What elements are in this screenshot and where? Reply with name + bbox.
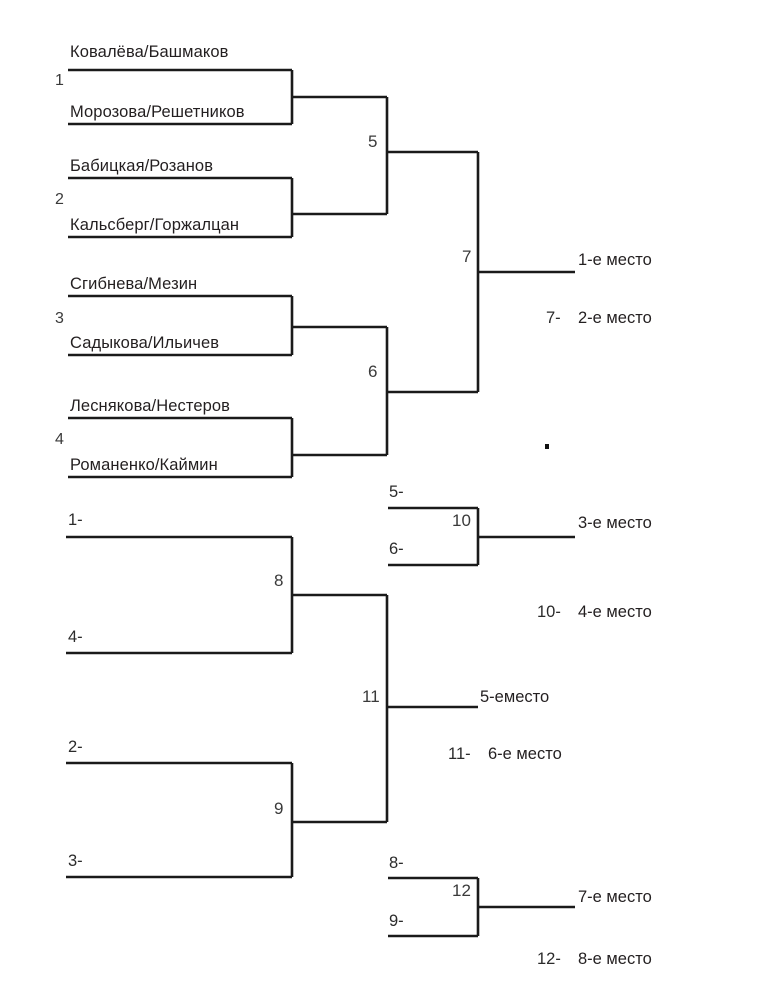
placement-ref-4th: 10- [537, 603, 561, 621]
slot-ref-8-top: 1- [68, 511, 83, 529]
match-8-lines [66, 535, 294, 655]
player-name-2-bottom: Кальсберг/Горжалцан [70, 216, 240, 234]
slot-ref-9-top: 2- [68, 738, 83, 756]
placement-label-1st: 1-е место [578, 251, 652, 269]
match-number-7: 7 [462, 247, 472, 266]
match-9-lines [66, 761, 294, 879]
player-name-2-top: Бабицкая/Розанов [70, 157, 214, 175]
player-name-4-bottom: Романенко/Каймин [70, 456, 218, 474]
placement-ref-8th: 12- [537, 950, 561, 968]
match-number-8: 8 [274, 571, 284, 590]
placement-ref-2nd: 7- [546, 309, 561, 327]
player-name-4-top: Леснякова/Нестеров [70, 397, 231, 415]
slot-ref-10-top: 5- [389, 483, 404, 501]
semifinal-6-lines [292, 325, 389, 457]
slot-ref-12-bottom: 9- [389, 912, 404, 930]
match-number-12: 12 [452, 881, 471, 900]
placement-label-4th: 4-е место [578, 603, 652, 621]
slot-ref-8-bottom: 4- [68, 628, 83, 646]
placement-label-8th: 8-е место [578, 950, 652, 968]
seed-number-3: 3 [55, 310, 64, 327]
seed-number-2: 2 [55, 191, 64, 208]
slot-ref-9-bottom: 3- [68, 852, 83, 870]
seed-number-4: 4 [55, 431, 64, 448]
seed-number-1: 1 [55, 72, 64, 89]
placement-label-6th: 6-е место [488, 745, 562, 763]
pair-4-lines [68, 416, 294, 479]
slot-ref-12-top: 8- [389, 854, 404, 872]
placement-label-5th: 5-еместо [480, 688, 550, 706]
placement-label-3rd: 3-е место [578, 514, 652, 532]
slot-ref-10-bottom: 6- [389, 540, 404, 558]
player-name-1-bottom: Морозова/Решетников [70, 103, 245, 121]
match-number-9: 9 [274, 799, 284, 818]
match-10-lines [388, 506, 575, 567]
placement-ref-6th: 11- [448, 745, 471, 763]
match-number-11: 11 [362, 687, 380, 706]
pair-2-lines [68, 176, 294, 239]
ink-dot-artifact [545, 444, 549, 449]
player-name-3-top: Сгибнева/Мезин [70, 275, 198, 293]
final-7-lines [387, 150, 575, 394]
player-name-1-top: Ковалёва/Башмаков [70, 43, 229, 61]
match-number-10: 10 [452, 511, 471, 530]
player-name-3-bottom: Садыкова/Ильичев [70, 334, 220, 352]
match-11-lines [292, 593, 478, 824]
placement-label-2nd: 2-е место [578, 309, 652, 327]
match-number-6: 6 [368, 362, 378, 381]
match-12-lines [388, 876, 575, 938]
match-number-5: 5 [368, 132, 378, 151]
pair-3-lines [68, 294, 294, 357]
placement-label-7th: 7-е место [578, 888, 652, 906]
semifinal-5-lines [292, 95, 389, 216]
